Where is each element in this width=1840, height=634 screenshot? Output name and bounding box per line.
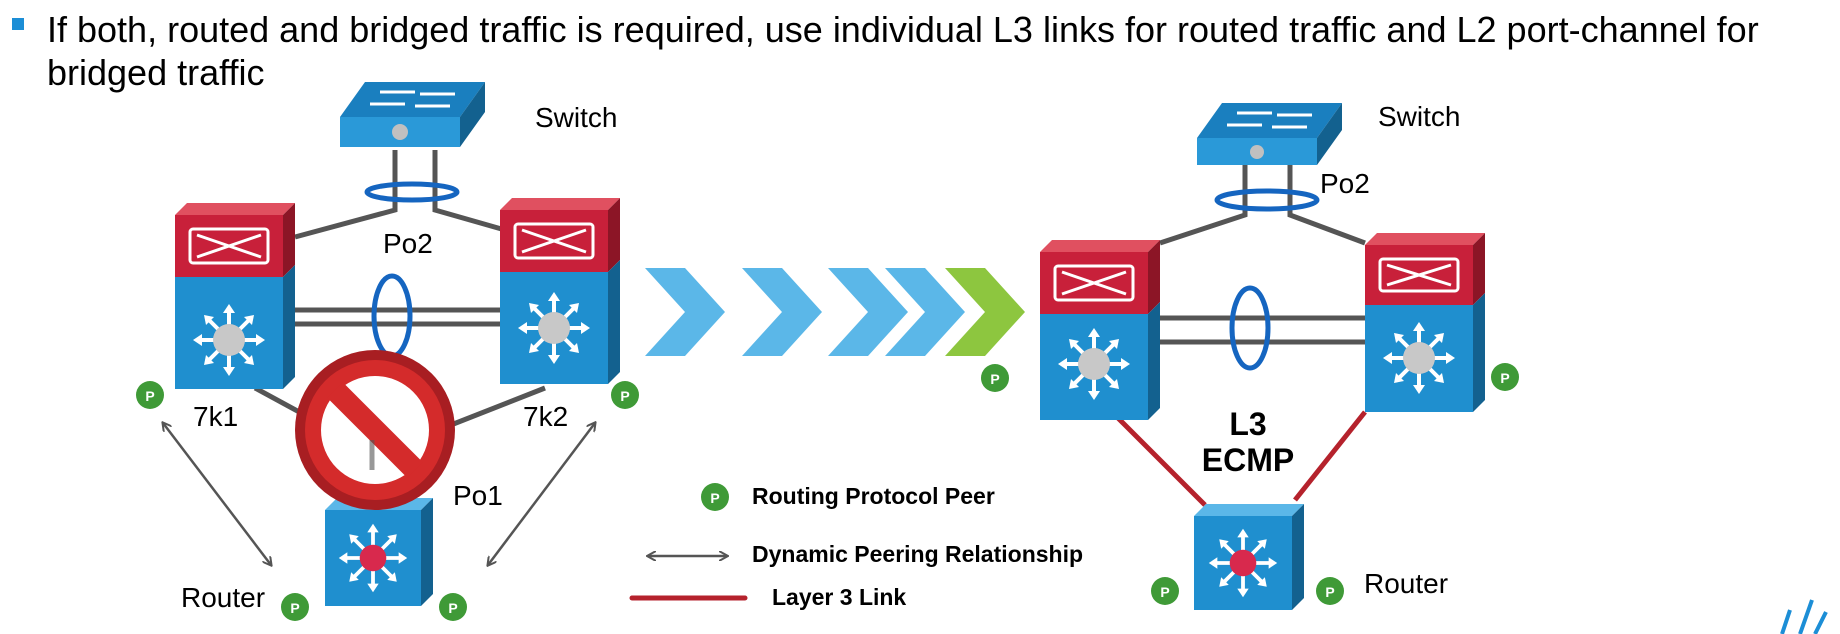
chevron-2 bbox=[742, 268, 822, 356]
left-7k2-label: 7k2 bbox=[523, 401, 569, 432]
switch-uplinks-right bbox=[1159, 160, 1366, 246]
corner-logo-fragment bbox=[1780, 599, 1828, 634]
left-7k1-label: 7k1 bbox=[193, 401, 239, 432]
l3-label: L3 bbox=[1229, 406, 1267, 442]
svg-text:P: P bbox=[990, 371, 999, 387]
peer-badge-7k2: P bbox=[611, 381, 639, 409]
svg-text:P: P bbox=[1325, 584, 1334, 600]
right-router-label: Router bbox=[1364, 568, 1449, 599]
switch-device-right bbox=[1197, 103, 1342, 165]
l3-links-right bbox=[1113, 410, 1367, 507]
nexus-right-a-device bbox=[1040, 240, 1160, 420]
nexus-right-b-device bbox=[1365, 233, 1485, 412]
chevron-3 bbox=[828, 268, 908, 356]
peer-badge-router-left-b: P bbox=[439, 593, 467, 621]
legend: P bbox=[629, 483, 748, 601]
svg-text:P: P bbox=[620, 388, 629, 404]
router-device-left bbox=[325, 498, 433, 606]
headline-text: If both, routed and bridged traffic is r… bbox=[47, 9, 1759, 93]
bullet-marker bbox=[12, 18, 24, 30]
peering-arrow-right bbox=[488, 423, 595, 565]
svg-text:P: P bbox=[290, 600, 299, 616]
nexus-7k1-device bbox=[175, 203, 295, 389]
ecmp-label: ECMP bbox=[1201, 442, 1295, 478]
legend-routing-peer-text: Routing Protocol Peer bbox=[752, 483, 995, 509]
right-diagram: P P P bbox=[1040, 103, 1519, 610]
right-po2-label: Po2 bbox=[1320, 168, 1370, 199]
left-diagram: P P P P bbox=[136, 82, 639, 621]
svg-text:P: P bbox=[710, 490, 719, 506]
peering-arrow-left bbox=[163, 423, 271, 565]
chevron-5 bbox=[945, 268, 1025, 356]
chevron-1 bbox=[645, 268, 725, 356]
peer-link-ring-left bbox=[371, 273, 413, 359]
peer-badge-router-left-a: P bbox=[281, 593, 309, 621]
svg-text:P: P bbox=[1160, 584, 1169, 600]
left-po2-label: Po2 bbox=[383, 228, 433, 259]
peer-link-ring-right bbox=[1229, 285, 1271, 371]
router-device-right bbox=[1194, 504, 1304, 610]
legend-peer-badge: P bbox=[701, 483, 729, 511]
po2-ring-left bbox=[364, 181, 460, 203]
svg-text:P: P bbox=[1500, 370, 1509, 386]
left-router-label: Router bbox=[181, 582, 266, 613]
nexus-7k2-device bbox=[500, 198, 620, 384]
right-switch-label: Switch bbox=[1378, 101, 1461, 132]
switch-device-left bbox=[340, 82, 485, 147]
peer-badge-router-right-a: P bbox=[1151, 577, 1179, 605]
legend-layer3-link-text: Layer 3 Link bbox=[772, 584, 907, 610]
svg-text:P: P bbox=[145, 388, 154, 404]
peer-badge-7k1: P bbox=[136, 381, 164, 409]
peer-badge-router-right-b: P bbox=[1316, 577, 1344, 605]
svg-text:P: P bbox=[448, 600, 457, 616]
peer-badge-chevron: P bbox=[981, 364, 1009, 392]
legend-dynamic-peering-text: Dynamic Peering Relationship bbox=[752, 541, 1084, 567]
left-po1-label: Po1 bbox=[453, 480, 503, 511]
switch-uplinks bbox=[294, 150, 506, 240]
peer-link-right bbox=[1160, 315, 1365, 345]
left-switch-label: Switch bbox=[535, 102, 618, 133]
chevron-4 bbox=[885, 268, 965, 356]
prohibited-icon bbox=[295, 350, 455, 510]
po2-ring-right bbox=[1214, 188, 1320, 212]
transition-chevrons bbox=[645, 268, 1025, 356]
peer-badge-right-b: P bbox=[1491, 363, 1519, 391]
peer-link-left bbox=[295, 307, 502, 327]
